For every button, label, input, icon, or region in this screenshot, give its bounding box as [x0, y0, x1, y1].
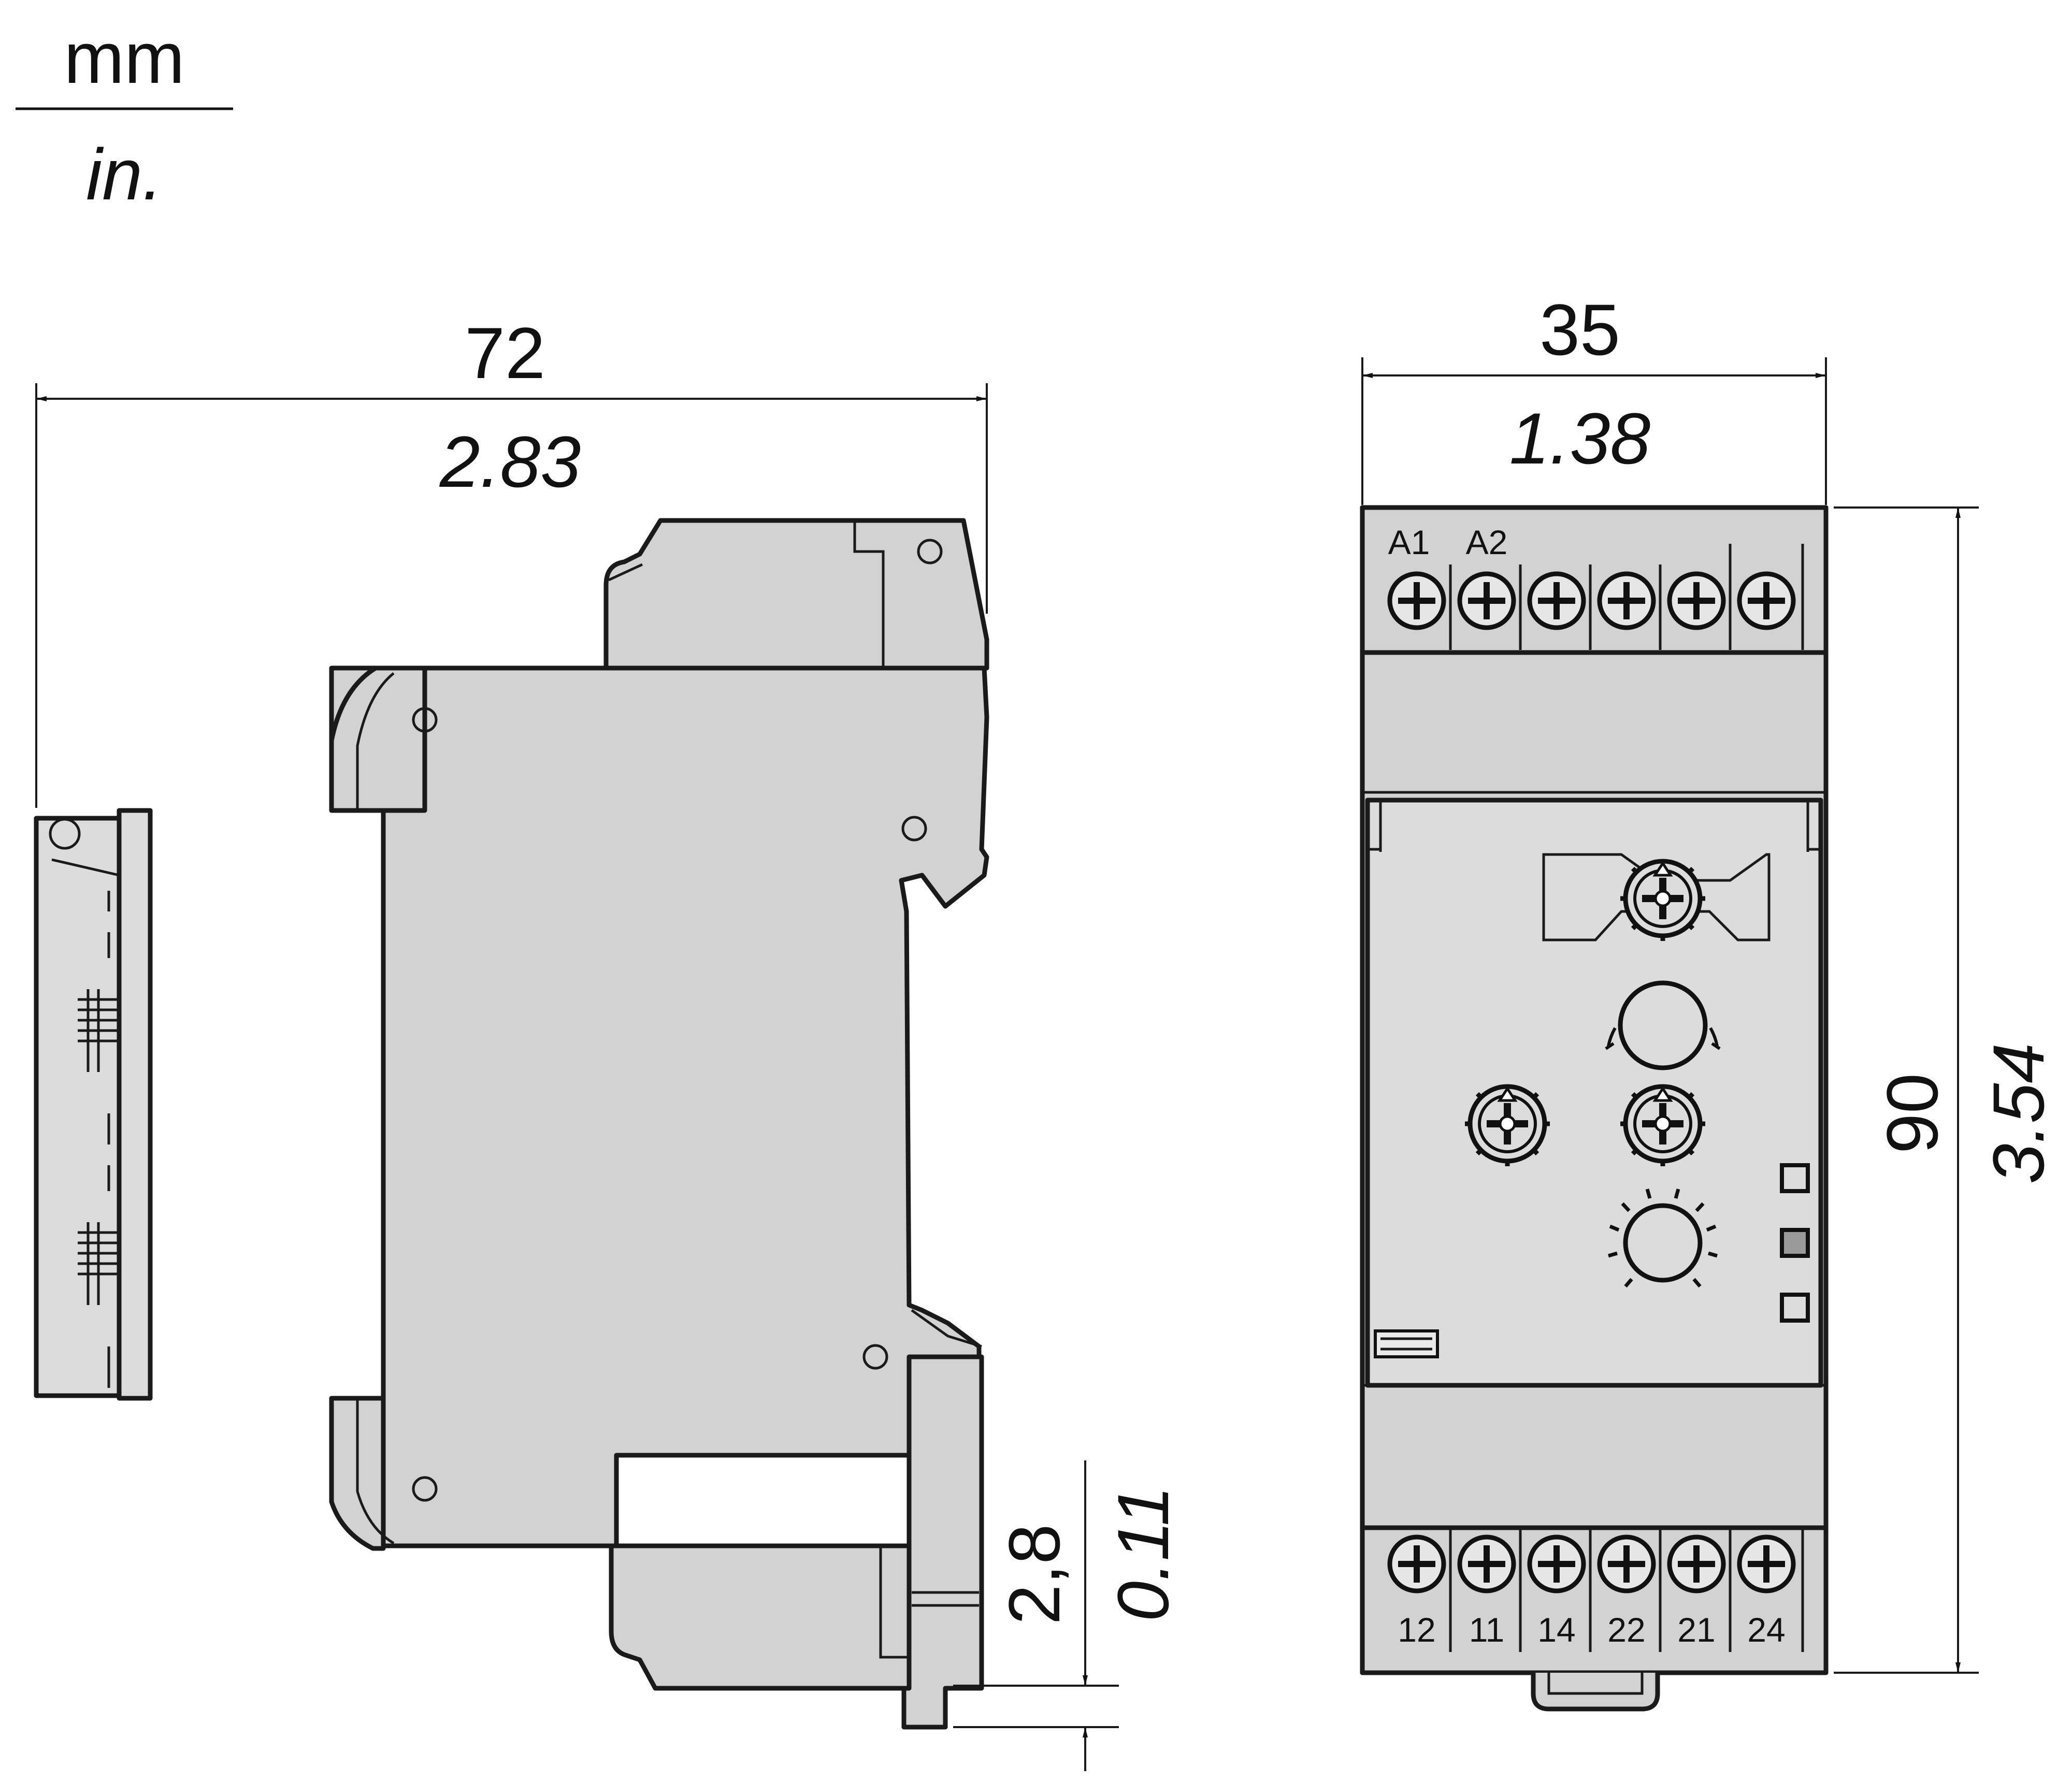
terminal-label-top: A2 [1466, 523, 1508, 561]
terminal-label-bottom: 11 [1469, 1611, 1505, 1649]
main-body [329, 665, 989, 1548]
terminal-label-bottom: 14 [1537, 1611, 1575, 1649]
adjust-knob-icon [1465, 1084, 1550, 1166]
dial-knob-icon [1605, 980, 1721, 1070]
dim-rail-offset-mm: 2,8 [994, 1524, 1075, 1625]
screw-terminal-icon [1597, 571, 1656, 630]
screw-terminal-icon [1667, 1534, 1726, 1593]
adjust-knob-icon [1620, 859, 1705, 941]
led-indicator [1780, 1163, 1810, 1193]
screw-terminal-icon [1387, 1534, 1446, 1593]
vent-grill [78, 1222, 119, 1305]
lower-terminal-block [609, 1543, 912, 1691]
screw-hole [901, 816, 927, 842]
terminal-label-bottom: 12 [1398, 1611, 1435, 1649]
bottom-screws [1387, 1528, 1804, 1652]
din-clip [901, 1354, 984, 1730]
dim-height-in: 3.54 [1978, 1043, 2059, 1184]
screw-terminal-icon [1597, 1534, 1656, 1593]
upper-terminal-block [603, 518, 989, 671]
dimension-front-width: 35 1.38 [1361, 289, 1827, 505]
screw-hole [412, 1476, 438, 1502]
range-dial-icon [1608, 1189, 1718, 1288]
screw-terminal-icon [1457, 571, 1516, 630]
dimension-height: 90 3.54 [1834, 506, 2059, 1674]
screw-terminal-icon [1527, 1534, 1586, 1593]
vent-grill [78, 989, 119, 1072]
unit-in: in. [86, 134, 163, 215]
screw-hole [917, 539, 943, 564]
dim-side-width-in: 2.83 [439, 421, 581, 502]
din-clip-front [1531, 1673, 1660, 1712]
terminal-label-bottom: 24 [1747, 1611, 1785, 1649]
dim-front-width-mm: 35 [1539, 289, 1620, 370]
terminal-label-bottom: 22 [1607, 1611, 1645, 1649]
terminal-label-top: A1 [1388, 523, 1430, 561]
dim-side-width-mm: 72 [465, 312, 545, 394]
adjust-knob-icon [1620, 1084, 1705, 1166]
front-view: A1 A2 12 11 14 22 21 24 [1360, 505, 1829, 1712]
dim-rail-offset-in: 0.11 [1102, 1486, 1184, 1621]
screw-hole [412, 707, 438, 733]
front-panel-side [117, 808, 153, 1401]
screw-terminal-icon [1737, 1534, 1796, 1593]
label-slot [1374, 1329, 1439, 1358]
screw-terminal-icon [1667, 571, 1726, 630]
dimension-rail-offset: 2,8 0.11 [953, 1460, 1184, 1771]
dimension-side-width: 72 2.83 [35, 312, 988, 808]
led-indicator [1780, 1293, 1810, 1323]
screw-terminal-icon [1527, 571, 1586, 630]
led-indicator [1780, 1228, 1810, 1258]
dim-front-width-in: 1.38 [1509, 398, 1651, 479]
screw-terminal-icon [1457, 1534, 1516, 1593]
terminal-label-bottom: 21 [1677, 1611, 1715, 1649]
front-cover-side [34, 816, 122, 1398]
screw-terminal-icon [1387, 571, 1446, 630]
side-view [34, 518, 989, 1730]
top-screws [1387, 544, 1804, 650]
dim-height-mm: 90 [1872, 1073, 1953, 1154]
unit-mm: mm [64, 17, 184, 98]
front-cover [1365, 798, 1823, 1388]
screw-terminal-icon [1737, 571, 1796, 630]
screw-hole [862, 1344, 888, 1370]
units-legend: mm in. [16, 17, 233, 215]
hinge-icon [49, 818, 81, 850]
